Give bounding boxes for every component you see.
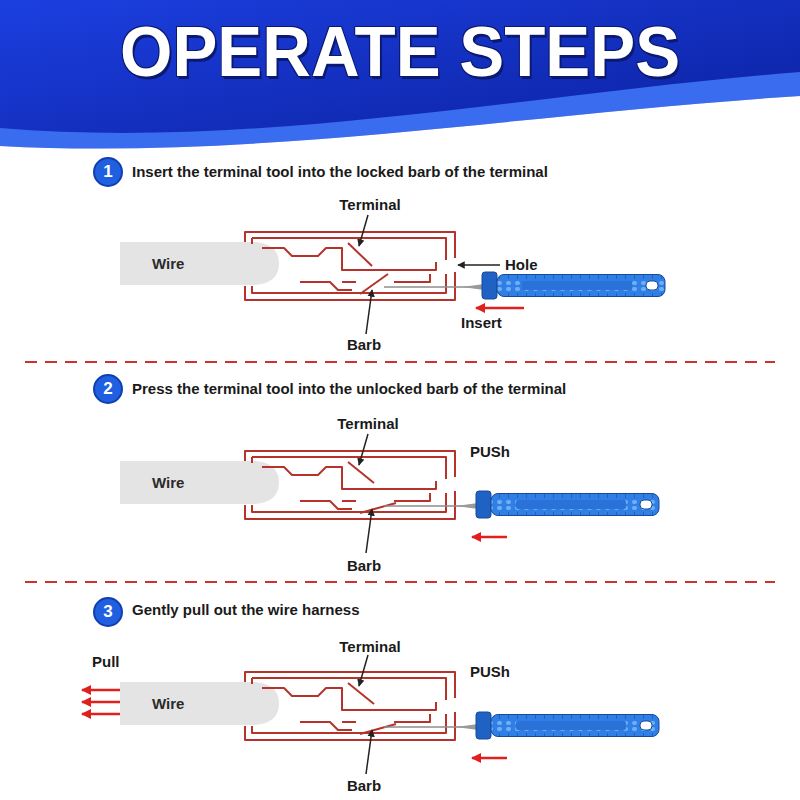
tool-tip <box>456 503 478 509</box>
terminal-spring <box>348 243 372 266</box>
tool-handle <box>491 715 659 737</box>
step-instruction: Gently pull out the wire harness <box>132 601 360 619</box>
connector-housing <box>245 232 455 300</box>
tool-grip-panel <box>516 721 626 730</box>
step-diagram <box>238 215 665 334</box>
barb <box>360 503 396 513</box>
wire-label: Wire <box>152 474 184 492</box>
tool-hang-hole <box>646 281 658 290</box>
tool-hang-hole <box>640 721 652 730</box>
terminal-spring <box>348 683 374 704</box>
leader-line <box>366 730 372 774</box>
part-label: Pull <box>92 653 120 671</box>
push-arrow <box>472 536 507 539</box>
step-separator <box>25 581 775 583</box>
tool-hang-hole <box>640 500 652 509</box>
tool-collar <box>476 491 491 518</box>
barb <box>360 724 396 734</box>
wire-shape: Wire <box>120 682 248 725</box>
part-label: Terminal <box>337 415 398 433</box>
title-text: OPERATE STEPS <box>120 12 680 92</box>
part-label: Insert <box>461 314 502 332</box>
part-label: Barb <box>347 336 381 354</box>
wire-label: Wire <box>152 695 184 713</box>
step-number-circle: 2 <box>93 374 123 404</box>
part-label: Terminal <box>339 196 400 214</box>
tool-grip-panel <box>522 281 632 290</box>
pull-arrow <box>82 713 124 716</box>
step-panels <box>82 215 665 774</box>
connector-housing <box>245 451 455 519</box>
page-title: OPERATE STEPS <box>0 12 800 92</box>
barb <box>360 274 388 294</box>
tool-handle <box>491 494 659 516</box>
insert-arrow <box>476 307 524 310</box>
leader-line <box>366 290 372 334</box>
part-label: PUSh <box>470 443 510 461</box>
part-label: Barb <box>347 777 381 795</box>
leader-line <box>458 264 500 266</box>
tool-tip <box>462 284 484 290</box>
leader-line <box>359 434 368 465</box>
header-curve <box>0 96 800 160</box>
pull-arrow <box>82 701 124 704</box>
step-number: 3 <box>103 602 112 622</box>
tool-handle <box>497 275 665 297</box>
leader-line <box>359 215 368 246</box>
wire-shape: Wire <box>120 242 248 285</box>
step-instruction: Press the terminal tool into the unlocke… <box>132 380 566 398</box>
connector-housing <box>245 672 455 740</box>
wire-label: Wire <box>152 255 184 273</box>
step-number: 1 <box>103 162 112 182</box>
pull-arrow <box>82 689 124 692</box>
step-diagram <box>82 655 659 774</box>
step-diagram <box>238 434 659 553</box>
push-arrow <box>472 757 507 760</box>
leader-line <box>359 655 368 686</box>
tool-collar <box>482 272 497 299</box>
leader-line <box>366 509 372 553</box>
step-number-circle: 1 <box>93 157 123 187</box>
part-label: PUSh <box>470 663 510 681</box>
terminal-spring <box>348 462 374 483</box>
step-separator <box>25 361 775 363</box>
wire-shape: Wire <box>120 461 248 504</box>
tool-collar <box>476 712 491 739</box>
step-instruction: Insert the terminal tool into the locked… <box>132 163 548 181</box>
tool-grip-panel <box>516 500 626 509</box>
part-label: Barb <box>347 557 381 575</box>
step-number-circle: 3 <box>93 597 123 627</box>
tool-tip <box>456 724 478 730</box>
part-label: Terminal <box>339 638 400 656</box>
part-label: Hole <box>505 256 538 274</box>
step-number: 2 <box>103 379 112 399</box>
